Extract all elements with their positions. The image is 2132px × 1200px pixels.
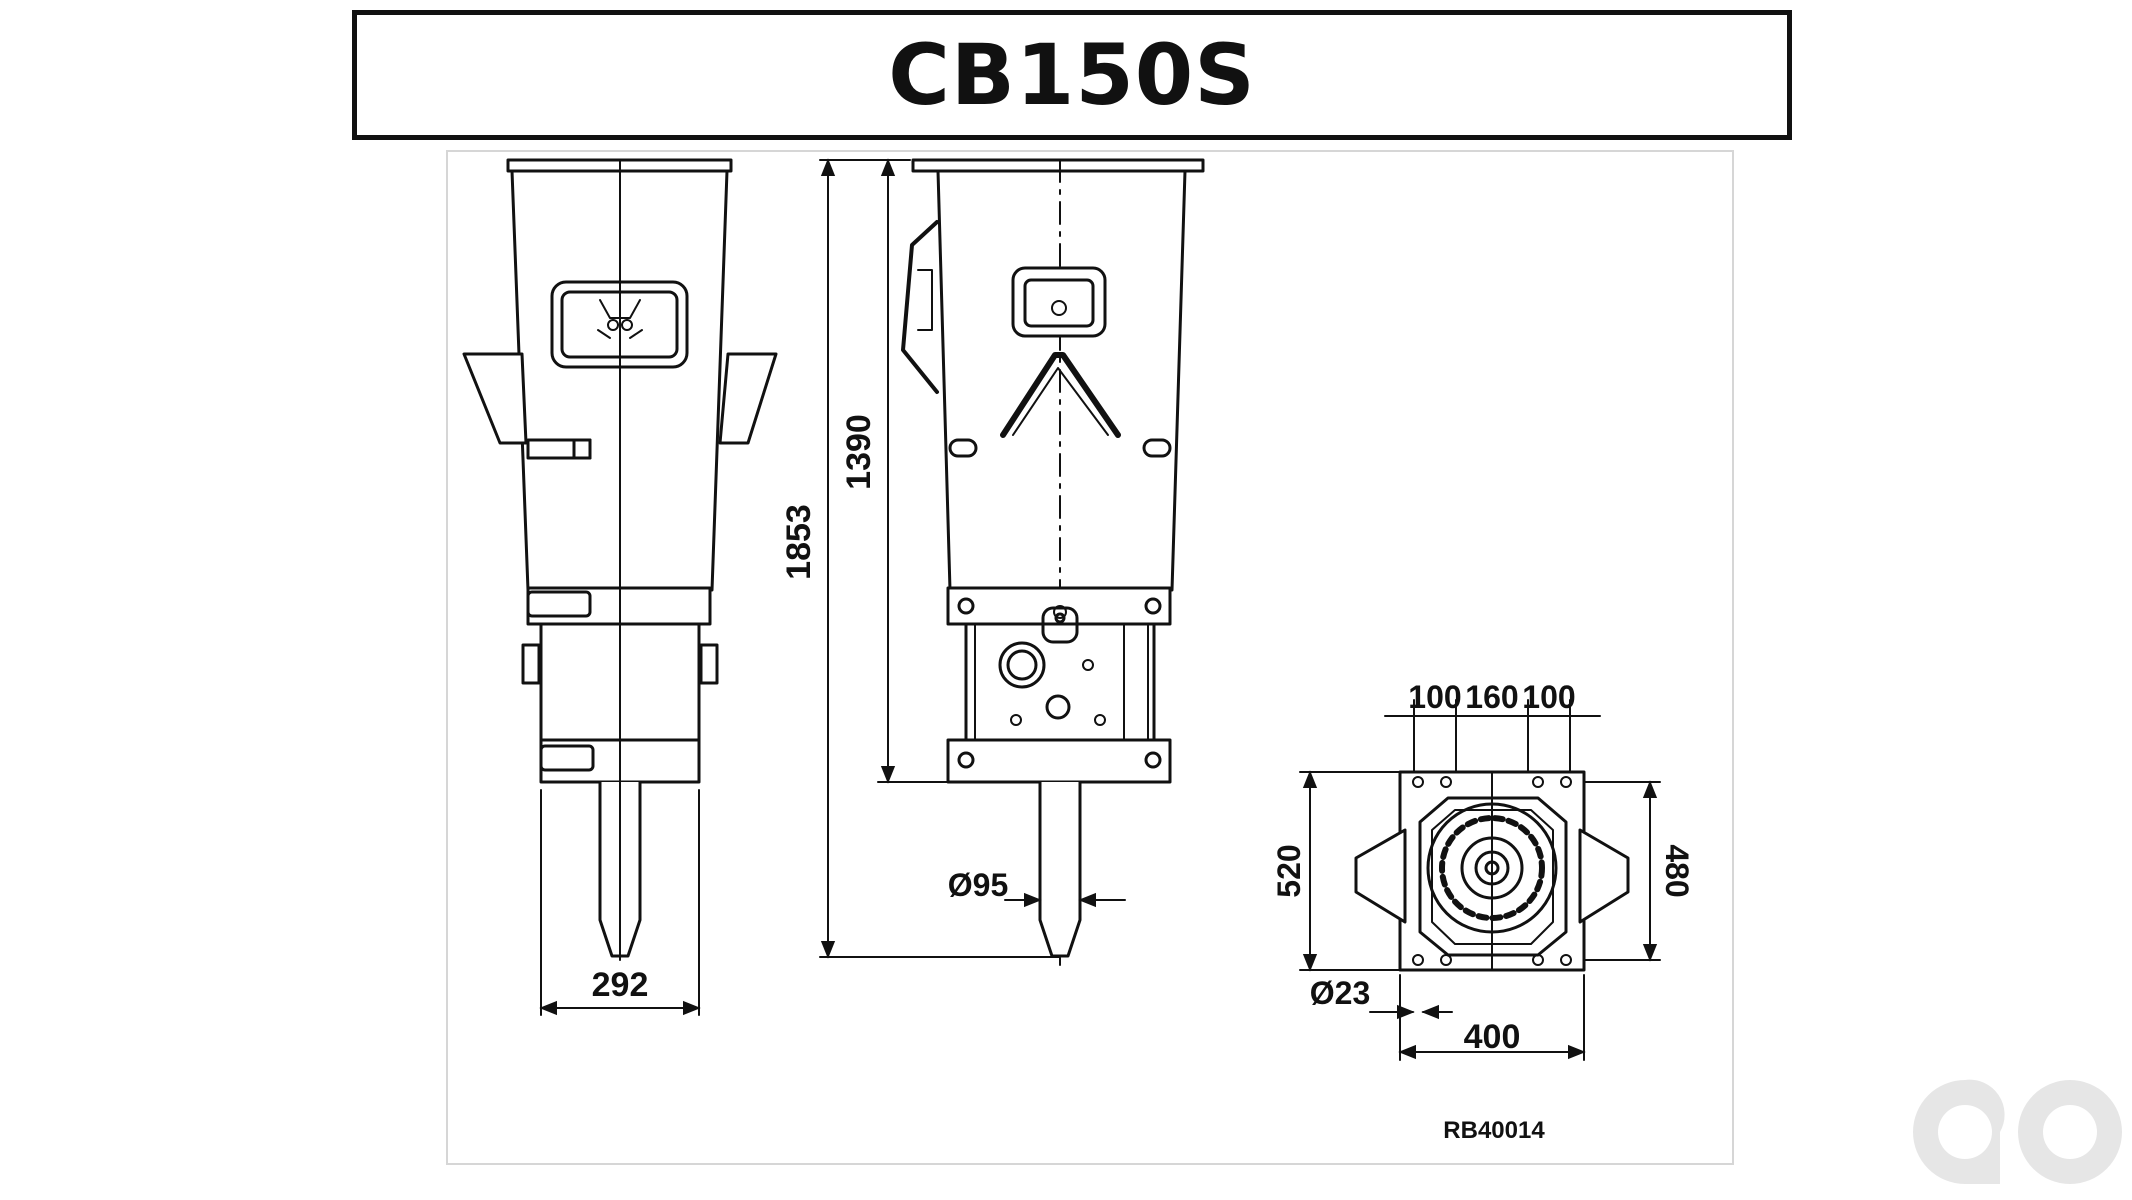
- model-title: CB150S: [888, 26, 1256, 124]
- title-banner: CB150S: [352, 10, 1792, 140]
- logo-mark-icon: [1913, 1079, 2122, 1184]
- dim-side-width: 292: [592, 966, 649, 1004]
- dim-plate-length: 520: [1271, 844, 1307, 897]
- dim-plate-inner: 480: [1659, 844, 1695, 897]
- dim-body-height: 1390: [840, 414, 878, 490]
- dimension-lines: [539, 158, 1661, 1061]
- plate-view: [1354, 770, 1630, 972]
- dim-top-spacing-right: 100: [1522, 679, 1575, 715]
- side-view: [901, 158, 1205, 966]
- drawing-code: RB40014: [1443, 1117, 1545, 1144]
- dim-bolt-diameter: Ø23: [1310, 975, 1370, 1011]
- dim-plate-width: 400: [1464, 1018, 1521, 1056]
- dim-top-spacing-left: 100: [1408, 679, 1461, 715]
- front-view: [462, 158, 778, 961]
- dim-top-spacing-mid: 160: [1465, 679, 1518, 715]
- dim-tool-diameter: Ø95: [948, 867, 1008, 903]
- dim-total-height: 1853: [780, 504, 818, 580]
- drawing-frame: [446, 150, 1734, 1165]
